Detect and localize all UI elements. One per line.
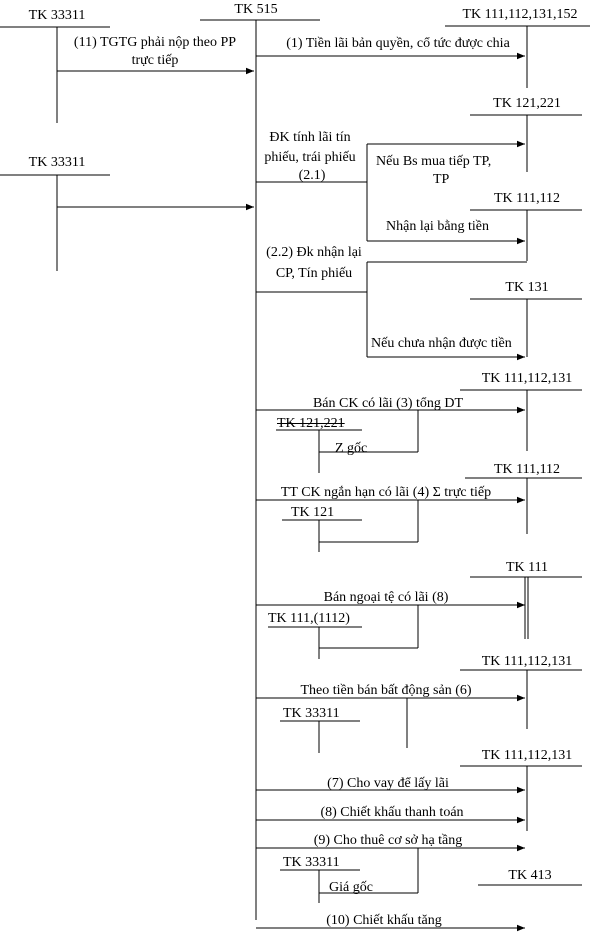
entry-label-2-1-line2: phiếu, trái phiếu (264, 150, 356, 165)
account-label-515: TK 515 (234, 2, 278, 17)
account-label-413: TK 413 (508, 868, 552, 883)
t-account-515 (200, 19, 320, 920)
t-account-121-sub (282, 519, 362, 552)
entry-label-3: Bán CK có lãi (3) tổng DT (312, 396, 464, 411)
t-account-111-112-a (470, 209, 582, 261)
account-label-111-112-131-152: TK 111,112,131,152 (462, 7, 578, 22)
entry-label-11-line1: (11) TGTG phải nộp theo PP (73, 35, 237, 50)
entry-label-9: (9) Cho thuê cơ sở hạ tầng (313, 833, 463, 848)
t-account-131 (470, 298, 582, 357)
entry-label-2-2-line2: CP, Tín phiếu (275, 266, 353, 281)
account-label-111-112-131-a: TK 111,112,131 (481, 371, 573, 386)
entry-label-2-1-line1: ĐK tính lãi tín (269, 130, 351, 145)
entry-label-8b: (8) Chiết khấu thanh toán (320, 805, 464, 820)
account-label-33311-d: TK 33311 (283, 855, 340, 870)
entry-label-gia-goc: Giá gốc (329, 880, 373, 895)
entry-label-2-2-line1: (2.2) Đk nhận lại (266, 245, 362, 260)
entry-label-7: (7) Cho vay để lấy lãi (327, 776, 449, 791)
entry-label-2-1-line3: (2.1) (298, 168, 326, 183)
t-account-33311-mid (0, 174, 110, 271)
account-label-121-221: TK 121,221 (493, 96, 561, 111)
entry-label-10: (10) Chiết khấu tăng (326, 913, 442, 928)
t-account-111-1112-sub (268, 626, 362, 659)
account-label-111: TK 111 (505, 560, 549, 575)
t-account-33311-top (0, 26, 110, 123)
entry-label-1: (1) Tiền lãi bản quyền, cổ tức được chia (286, 36, 510, 51)
account-label-33311-top: TK 33311 (28, 8, 86, 23)
t-account-111 (470, 576, 582, 639)
t-account-111-112-131-152 (445, 25, 590, 88)
entry-label-nhan-lai: Nhận lại bằng tiền (386, 219, 490, 234)
account-label-111-112-131-c: TK 111,112,131 (481, 748, 573, 763)
account-label-121-sub: TK 121 (291, 505, 335, 520)
account-label-131: TK 131 (505, 280, 549, 295)
entry-label-11-line2: trực tiếp (131, 53, 179, 68)
account-label-33311-mid: TK 33311 (28, 155, 86, 170)
t-account-121-221 (470, 114, 582, 172)
t-account-111-112-131-c (460, 765, 582, 831)
entry-label-neu-bs-line1: Nếu Bs mua tiếp TP, (376, 154, 492, 169)
account-label-111-1112-sub: TK 111,(1112) (268, 611, 350, 626)
entry-label-z-goc: Z gốc (335, 441, 368, 456)
t-account-33311-c (280, 720, 360, 753)
account-label-111-112-131-b: TK 111,112,131 (481, 654, 573, 669)
entry-label-neu-chua: Nếu chưa nhận được tiền (371, 336, 512, 351)
account-label-111-112-b: TK 111,112 (493, 462, 561, 477)
t-account-111-112-131-b (460, 669, 582, 729)
t-account-33311-d (280, 869, 360, 903)
t-account-111-112-131-a (460, 389, 582, 451)
account-label-121-221-sub: TK 121,221 (277, 416, 345, 431)
entry-label-neu-bs-line2: TP (433, 172, 450, 187)
entry-label-8a: Bán ngoại tệ có lãi (8) (323, 590, 449, 605)
entry-label-4: TT CK ngắn hạn có lãi (4) Σ trực tiếp (280, 485, 492, 500)
account-label-111-112-a: TK 111,112 (493, 191, 561, 206)
t-account-111-112-b (465, 477, 582, 534)
entry-label-6: Theo tiền bán bất động sản (6) (300, 683, 472, 698)
account-label-33311-c: TK 33311 (283, 706, 340, 721)
